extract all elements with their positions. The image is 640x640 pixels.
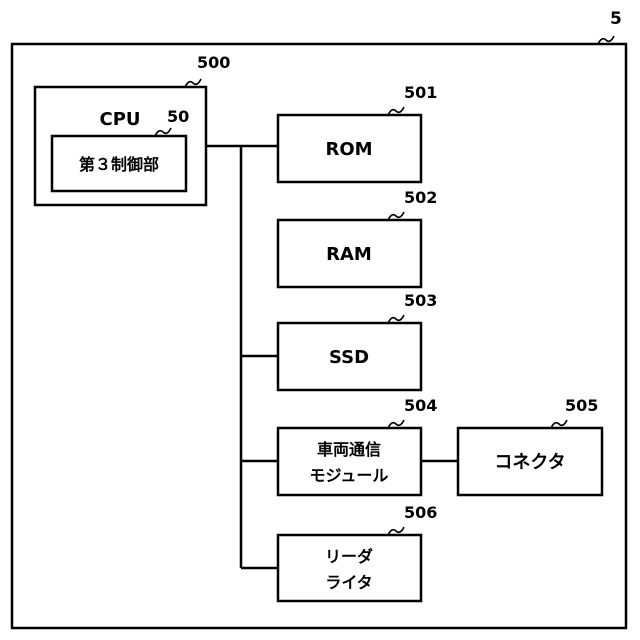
vehicle-comm-label-line1: 車両通信 bbox=[317, 440, 381, 459]
outer-ref-label: 5 bbox=[610, 9, 622, 29]
rom-ref-label: 501 bbox=[404, 83, 437, 102]
third-controller-label: 第３制御部 bbox=[79, 155, 159, 174]
ram-label: RAM bbox=[326, 244, 372, 265]
cpu-ref-label: 500 bbox=[197, 53, 230, 72]
ssd-label: SSD bbox=[329, 347, 369, 368]
ssd-ref-label: 503 bbox=[404, 291, 437, 310]
third-controller-ref-label: 50 bbox=[167, 107, 189, 126]
cpu-label: CPU bbox=[99, 109, 140, 130]
reader-writer-ref-label: 506 bbox=[404, 503, 437, 522]
reader-writer-label-line1: リーダ bbox=[325, 547, 373, 566]
connector-ref-label: 505 bbox=[565, 396, 598, 415]
rom-label: ROM bbox=[325, 139, 372, 160]
vehicle-comm-label-line2: モジュール bbox=[310, 466, 389, 485]
ram-ref-label: 502 bbox=[404, 188, 437, 207]
reader-writer-label-line2: ライタ bbox=[325, 573, 372, 592]
vehicle-comm-ref-label: 504 bbox=[404, 396, 437, 415]
connector-label: コネクタ bbox=[494, 452, 565, 473]
